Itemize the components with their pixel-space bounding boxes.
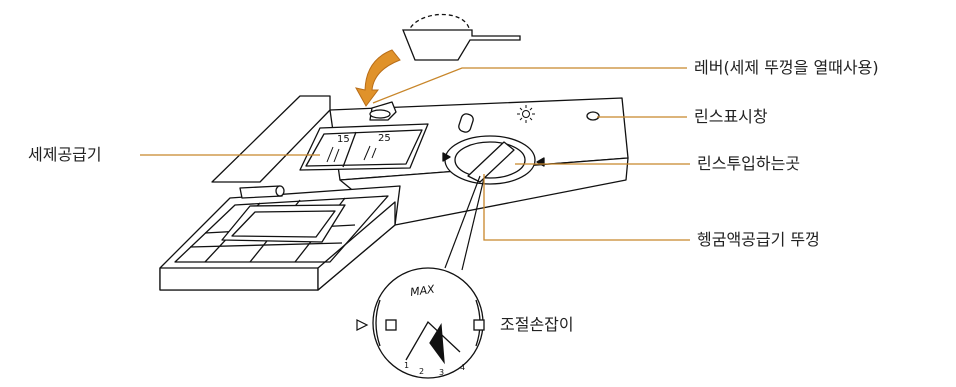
dial-level-4: 4 [460, 363, 465, 372]
curved-arrow-icon [356, 50, 400, 106]
label-rinse-indicator: 린스표시창 [694, 107, 768, 127]
triangle-marker-icon [357, 320, 367, 330]
label-detergent-dispenser: 세제공급기 [28, 145, 102, 165]
label-rinse-cap: 헹굼액공급기 뚜껑 [697, 230, 820, 250]
label-adjust-knob: 조절손잡이 [500, 315, 574, 335]
measuring-cup [403, 14, 520, 60]
label-rinse-inlet: 린스투입하는곳 [697, 154, 800, 174]
dial-level-3: 3 [439, 368, 444, 377]
label-lever: 레버(세제 뚜껑을 열때사용) [694, 58, 879, 78]
dial-level-1: 1 [404, 361, 409, 370]
rinse-indicator-window [587, 112, 599, 120]
dial-level-2: 2 [419, 367, 424, 376]
compartment-15-label: 15 [337, 134, 350, 145]
compartment-25-label: 25 [378, 133, 391, 144]
dispenser-body [160, 96, 628, 290]
